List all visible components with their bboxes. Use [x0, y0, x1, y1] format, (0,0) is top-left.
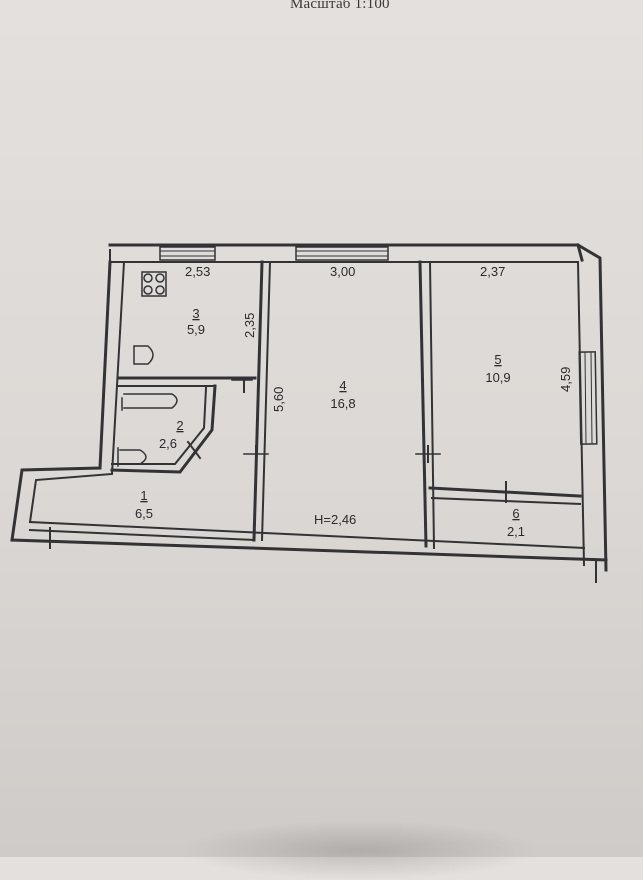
svg-text:6,5: 6,5: [135, 506, 153, 521]
svg-text:16,8: 16,8: [330, 396, 355, 411]
wall-living-bedroom-inner: [428, 260, 436, 550]
floor-plan-drawing: 2,53 3,00 2,37 2,35 5,60 4,59 3 5,9 2 2,…: [10, 242, 608, 583]
window-bedroom: [578, 351, 598, 445]
wall-kitchen-living: [252, 260, 264, 542]
stove-icon: [141, 271, 167, 297]
outer-wall-bottom-inner: [28, 520, 586, 550]
dim-bedroom-depth: 4,59: [558, 367, 573, 392]
room-1-label: 1 6,5: [135, 488, 153, 521]
outer-wall-left: [10, 260, 112, 542]
window-kitchen: [159, 246, 216, 261]
svg-text:2: 2: [176, 418, 183, 433]
wall-hall-bottom: [28, 528, 256, 542]
svg-text:1: 1: [140, 488, 147, 503]
room-5-label: 5 10,9: [485, 352, 510, 385]
svg-text:5: 5: [494, 352, 501, 367]
outer-wall-bottom: [10, 538, 608, 562]
door-tick: [186, 440, 202, 460]
window-living: [295, 246, 389, 261]
svg-text:4: 4: [339, 378, 346, 393]
wall-living-bedroom: [418, 260, 428, 548]
room-3-label: 3 5,9: [187, 306, 205, 337]
svg-text:10,9: 10,9: [485, 370, 510, 385]
dim-kitchen-width: 2,53: [185, 264, 210, 279]
room-6-label: 6 2,1: [507, 506, 525, 539]
dim-living-width: 3,00: [330, 264, 355, 279]
dim-kitchen-depth: 2,35: [242, 313, 257, 338]
room-2-label: 2 2,6: [159, 418, 184, 451]
outer-wall-left-inner: [28, 260, 126, 524]
wall-bathroom-diagonal-inner: [111, 386, 208, 465]
dim-bedroom-width: 2,37: [480, 264, 505, 279]
outer-wall-right: [575, 242, 608, 572]
wall-kitchen-living-inner: [260, 260, 272, 542]
sink-icon: [133, 345, 154, 365]
svg-text:5,9: 5,9: [187, 322, 205, 337]
dim-living-depth: 5,60: [271, 387, 286, 412]
svg-text:2,6: 2,6: [159, 436, 177, 451]
phone-shadow: [180, 820, 540, 880]
scale-title: Масштаб 1:100: [290, 0, 390, 12]
wall-bathroom-diagonal: [110, 384, 217, 474]
svg-text:2,1: 2,1: [507, 524, 525, 539]
bathtub-icon: [121, 393, 178, 411]
toilet-icon: [117, 447, 147, 467]
floor-plan-page: Масштаб 1:100: [10, 0, 608, 880]
svg-text:6: 6: [512, 506, 519, 521]
svg-text:3: 3: [192, 306, 199, 321]
ceiling-height-label: H=2,46: [314, 512, 356, 527]
room-4-label: 4 16,8: [330, 378, 355, 411]
